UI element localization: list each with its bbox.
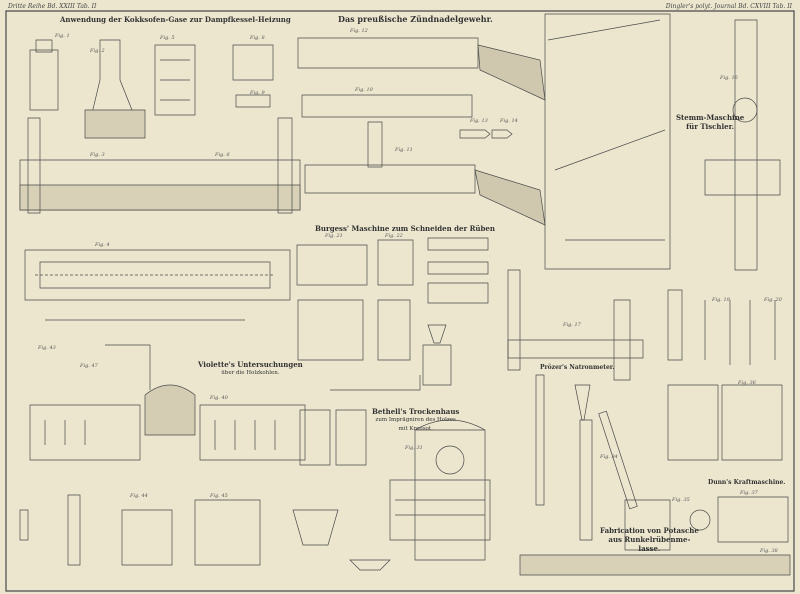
fig-label: Fig. 3 <box>90 152 105 158</box>
fig-label: Fig. 6 <box>215 152 230 158</box>
title-burgess: Burgess' Maschine zum Schneiden der Rübe… <box>315 224 495 233</box>
title-kokksofen: Anwendung der Kokksofen-Gase zur Dampfke… <box>60 15 291 24</box>
bethell-drawings <box>350 420 490 570</box>
fig-label: Fig. 22 <box>385 233 403 239</box>
fig-label: Fig. 38 <box>760 548 778 554</box>
fig-label: Fig. 21 <box>325 233 343 239</box>
title-zuendnadelgewehr: Das preußische Zündnadelgewehr. <box>338 14 493 24</box>
title-line: Bethell's Trockenhaus <box>372 407 460 416</box>
fig-label: Fig. 37 <box>740 490 758 496</box>
fig-label: Fig. 45 <box>210 493 228 499</box>
fig-label: Fig. 43 <box>38 345 56 351</box>
fig-label: Fig. 14 <box>500 118 518 124</box>
natronmeter-drawings <box>508 270 775 540</box>
fig-label: Fig. 4 <box>95 242 110 248</box>
title-natronmeter: Prözer's Natronmeter. <box>540 364 615 371</box>
title-line: zum Imprägniren des Holzes <box>375 417 456 423</box>
title-line: aus Runkelrübenme- <box>608 535 691 544</box>
fig-label: Fig. 40 <box>210 395 228 401</box>
fig-label: Fig. 9 <box>250 90 265 96</box>
fig-label: Fig. 16 <box>720 75 738 81</box>
fig-label: Fig. 34 <box>600 454 618 460</box>
fig-label: Fig. 44 <box>130 493 148 499</box>
fig-label: Fig. 19 <box>712 297 730 303</box>
burgess-drawings <box>297 238 488 385</box>
fig-label: Fig. 36 <box>738 380 756 386</box>
plate-border <box>6 11 794 591</box>
title-line: lasse. <box>638 544 661 553</box>
zuendnadel-drawings <box>298 38 545 225</box>
fig-label: Fig. 13 <box>470 118 488 124</box>
fig-label: Fig. 35 <box>672 497 690 503</box>
plate-header-left: Dritte Reihe Bd. XXIII Tab. II <box>8 3 97 10</box>
dunn-drawings <box>599 385 788 550</box>
kokksofen-drawings <box>20 40 300 320</box>
fig-label: Fig. 5 <box>160 35 175 41</box>
fig-label: Fig. 31 <box>405 445 423 451</box>
title-line: Stemm-Maschine <box>676 113 745 122</box>
fig-label: Fig. 11 <box>395 147 413 153</box>
fig-label: Fig. 8 <box>250 35 265 41</box>
plate-header-right: Dingler's polyt. Journal Bd. CXVIII Tab.… <box>665 3 792 10</box>
stemm-drawings <box>545 14 780 270</box>
violette-drawings <box>30 345 420 465</box>
fig-label: Fig. 2 <box>90 48 105 54</box>
fig-label: Fig. 47 <box>80 363 98 369</box>
title-line: mit Kreosot. <box>398 426 433 432</box>
fig-label: Fig. 12 <box>350 28 368 34</box>
title-line: über die Holzkohlen. <box>221 370 280 376</box>
fig-label: Fig. 1 <box>55 33 70 39</box>
title-line: Violette's Untersuchungen <box>198 360 303 369</box>
fig-label: Fig. 20 <box>764 297 782 303</box>
fig-label: Fig. 10 <box>355 87 373 93</box>
title-line: Fabrication von Potasche <box>600 526 699 535</box>
title-dunn: Dunn's Kraftmaschine. <box>708 479 786 486</box>
fig-label: Fig. 17 <box>563 322 581 328</box>
title-line: für Tischler. <box>686 122 735 131</box>
bottom-figures <box>20 495 790 575</box>
